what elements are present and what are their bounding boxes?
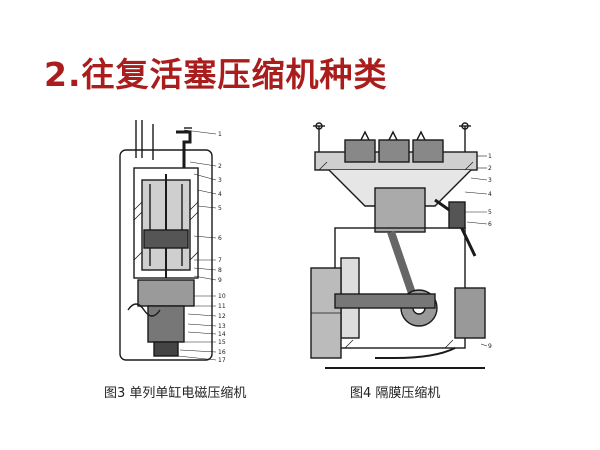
callout-label: 1 bbox=[488, 153, 492, 160]
callout-label: 5 bbox=[218, 205, 222, 212]
callout-label: 17 bbox=[218, 357, 226, 364]
callout-label: 4 bbox=[218, 191, 222, 198]
figure-4-caption: 图4 隔膜压缩机 bbox=[350, 386, 441, 401]
figure-electromagnetic-compressor: 1 2 3 4 5 6 7 8 9 10 11 12 13 14 15 16 1… bbox=[98, 110, 243, 372]
callout-label: 12 bbox=[218, 313, 226, 320]
figure-diaphragm-compressor: 1 2 3 4 5 6 9 bbox=[305, 118, 495, 380]
slide-title: 2.往复活塞压缩机种类 bbox=[44, 55, 388, 94]
figure-3-caption: 图3 单列单缸电磁压缩机 bbox=[104, 386, 247, 401]
callout-label: 6 bbox=[488, 221, 492, 228]
callout-label: 2 bbox=[488, 165, 492, 172]
callout-label: 2 bbox=[218, 163, 222, 170]
callout-label: 7 bbox=[218, 257, 222, 264]
callout-label: 14 bbox=[218, 331, 226, 338]
callout-label: 15 bbox=[218, 339, 226, 346]
callout-label: 6 bbox=[218, 235, 222, 242]
callout-label: 4 bbox=[488, 191, 492, 198]
callout-label: 13 bbox=[218, 323, 226, 330]
callout-label: 16 bbox=[218, 349, 226, 356]
callout-label: 10 bbox=[218, 293, 226, 300]
callout-label: 5 bbox=[488, 209, 492, 216]
callout-label: 11 bbox=[218, 303, 226, 310]
callout-label: 3 bbox=[488, 177, 492, 184]
callout-label: 9 bbox=[218, 277, 222, 284]
callout-label: 3 bbox=[218, 177, 222, 184]
callout-label: 8 bbox=[218, 267, 222, 274]
callout-label: 1 bbox=[218, 131, 222, 138]
callout-label: 9 bbox=[488, 343, 492, 350]
